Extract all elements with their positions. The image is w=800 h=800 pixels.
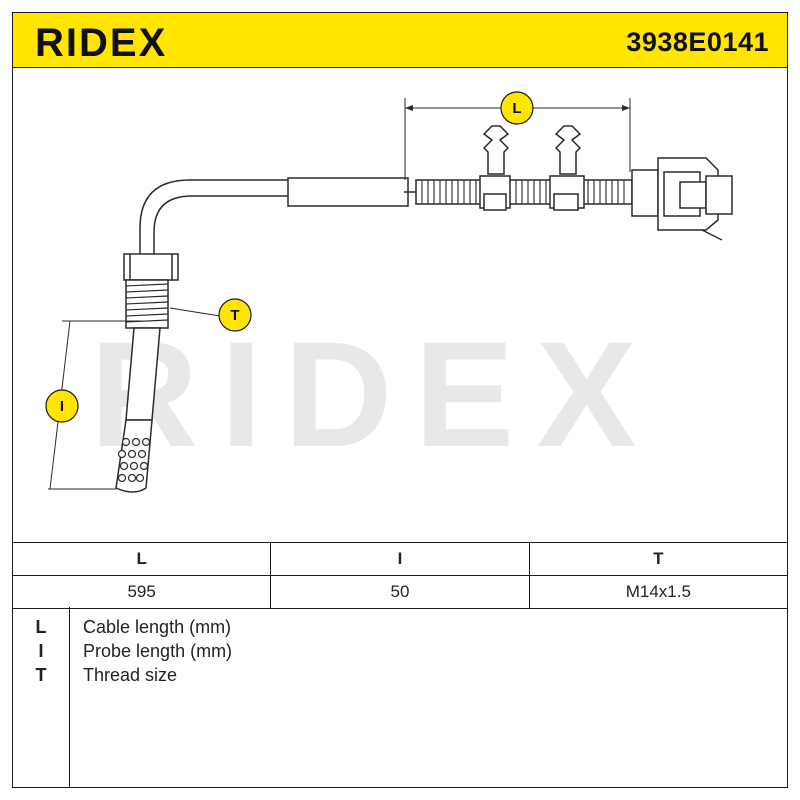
table-value-row: 595 50 M14x1.5 [11,575,789,609]
legend-row-L: L Cable length (mm) [13,617,789,641]
brand-logo: RIDEX [35,21,168,65]
cable-sleeve [287,177,409,207]
table-header-T: T [528,542,789,576]
legend-text: Cable length (mm) [83,617,232,637]
dimensions-table: L I T 595 50 M14x1.5 [11,542,789,609]
cable-clip-1 [479,125,511,211]
table-header-I: I [270,542,530,576]
badge-I-text: I [60,398,64,415]
legend-row-I: I Probe length (mm) [13,641,789,665]
legend-text: Thread size [83,665,178,685]
legend-key: T [35,665,47,685]
probe-perforations [117,437,151,483]
legend-divider [69,607,70,787]
technical-drawing: RIDEX [12,68,788,542]
watermark: RIDEX [90,310,659,478]
legend-text: Probe length (mm) [83,641,233,661]
table-value-I: 50 [270,575,530,609]
part-number: 3938E0141 [626,27,769,57]
tube-outer [139,179,288,260]
legend-key: L [35,617,47,637]
tube-inner [153,195,288,260]
table-value-L: 595 [11,575,272,609]
electrical-connector [631,157,733,241]
corrugation-lines [421,180,625,204]
badge-T-text: T [230,307,239,324]
badge-I [45,389,79,423]
legend-key: I [38,641,44,661]
dimension-T-line [169,307,221,317]
table-header-L: L [11,542,272,576]
badge-T [218,298,252,332]
sensor-drawing: L I T [45,91,733,493]
probe-body [115,327,161,493]
legend-box: L Cable length (mm) I Probe length (mm) … [12,607,788,788]
cable-clip-2 [549,125,585,211]
badge-L [500,91,534,125]
header-bar: RIDEX 3938E0141 [12,12,788,68]
badge-L-text: L [512,100,521,117]
table-header-row: L I T [11,542,789,576]
legend-row-T: T Thread size [13,665,789,689]
hex-nut [123,253,179,281]
table-value-T: M14x1.5 [528,575,789,609]
